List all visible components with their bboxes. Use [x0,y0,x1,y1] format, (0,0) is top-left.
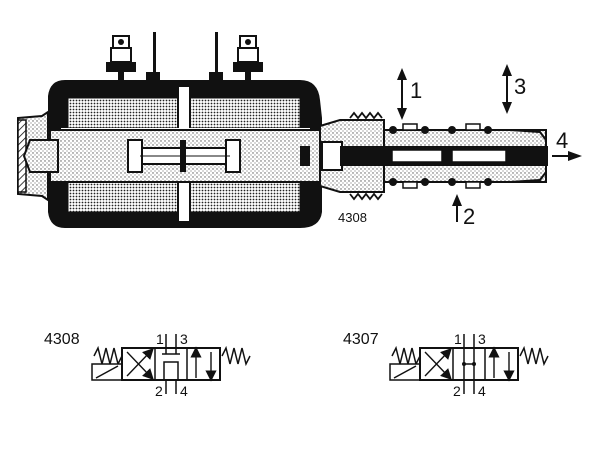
spring-icon [519,345,549,367]
valve-body [340,123,548,189]
port-arrows [397,64,582,222]
valve-cross-section: 1 3 2 4 4308 [17,32,582,229]
port-3-arrow [502,64,512,114]
symbol-port-4: 4 [478,383,486,399]
spring-icon [391,345,421,367]
port-1-arrow [397,68,407,120]
symbol-4308: 4308 1 3 2 4 [44,331,251,399]
valve-box [121,347,221,381]
section-model-label: 4308 [338,210,367,225]
armature-tube [22,129,331,183]
symbol-port-1: 1 [454,331,462,347]
port-2-arrow [452,194,462,222]
port-label-2: 2 [463,204,475,229]
symbol-port-4: 4 [180,383,188,399]
symbol-port-3: 3 [478,331,486,347]
symbol-port-2: 2 [155,383,163,399]
symbol-port-1: 1 [156,331,164,347]
symbol-port-3: 3 [180,331,188,347]
spring-icon [93,345,123,367]
terminal-left [106,32,160,84]
symbol-port-2: 2 [453,383,461,399]
symbol-model-label: 4308 [44,331,80,348]
port-label-4: 4 [556,128,568,153]
port-label-3: 3 [514,74,526,99]
port-label-1: 1 [410,78,422,103]
spring-icon [221,345,251,367]
port-4-arrow [552,151,582,161]
terminal-right [209,32,263,84]
symbol-model-label: 4307 [343,331,379,348]
symbol-4307: 4307 1 3 2 4 [343,331,549,399]
